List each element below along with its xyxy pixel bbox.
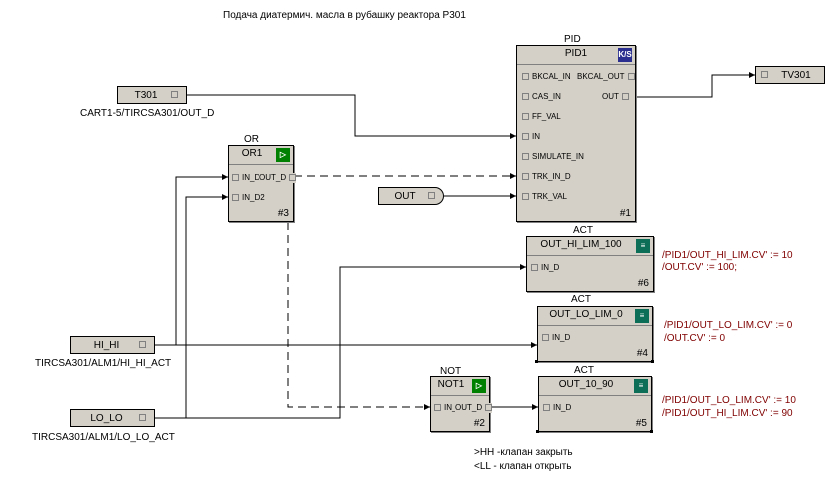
pid-pin-cas-in[interactable]: CAS_IN bbox=[522, 92, 561, 102]
not-type-label: NOT bbox=[440, 366, 462, 377]
diagram-title: Подача диатермич. масла в рубашку реакто… bbox=[223, 10, 466, 21]
act-lo-expression-2: /OUT.CV' := 0 bbox=[664, 333, 726, 344]
tag-out[interactable]: OUT bbox=[378, 187, 444, 205]
not-pin-out-d[interactable]: OUT_D bbox=[455, 403, 493, 413]
act-lo-number: #4 bbox=[636, 348, 648, 359]
act-10-90-name: OUT_10_90 bbox=[558, 379, 614, 390]
tag-hi-hi-checkbox[interactable] bbox=[139, 341, 146, 348]
pid-block[interactable]: PID1 K/S BKCAL_IN BKCAL_OUT CAS_IN OUT F… bbox=[516, 45, 636, 222]
tag-lo-lo-path: TIRCSA301/ALM1/LO_LO_ACT bbox=[32, 432, 175, 443]
pid-pin-trk-val[interactable]: TRK_VAL bbox=[522, 192, 567, 202]
list-icon: ≡ bbox=[634, 379, 648, 393]
tag-out-checkbox[interactable] bbox=[428, 192, 435, 199]
pid-pin-in[interactable]: IN bbox=[522, 132, 540, 142]
act-10-90-expression-1: /PID1/OUT_LO_LIM.CV' := 10 bbox=[662, 395, 796, 406]
or-number: #3 bbox=[277, 208, 289, 219]
act-block-out-10-90[interactable]: OUT_10_90 ≡ IN_D #5 bbox=[538, 376, 652, 432]
not-block[interactable]: NOT1 ▷ IN_D OUT_D #2 bbox=[430, 376, 493, 432]
tag-hi-hi-label: HI_HI bbox=[93, 340, 120, 351]
act-hi-pin-in-d[interactable]: IN_D bbox=[531, 263, 559, 273]
wire-t301-to-pid-in bbox=[187, 94, 516, 139]
pid-pin-ff-val[interactable]: FF_VAL bbox=[522, 112, 561, 122]
act-block-out-hi-lim-100[interactable]: OUT_HI_LIM_100 ≡ IN_D #6 bbox=[526, 236, 654, 292]
pid-icon: K/S bbox=[618, 48, 632, 62]
pid-pin-bkcal-in[interactable]: BKCAL_IN bbox=[522, 72, 571, 82]
wire-lolo-to-or-in2 bbox=[155, 194, 228, 419]
pid-header bbox=[517, 46, 635, 65]
tag-hi-hi-path: TIRCSA301/ALM1/HI_HI_ACT bbox=[35, 358, 172, 369]
list-icon: ≡ bbox=[636, 239, 650, 253]
act-10-90-type-label: ACT bbox=[574, 365, 594, 376]
act-hi-expression-2: /OUT.CV' := 100; bbox=[662, 262, 737, 273]
tag-t301[interactable]: T301 bbox=[117, 86, 187, 104]
act-10-90-header bbox=[539, 377, 651, 396]
wire-lolo-to-act-hi bbox=[186, 264, 526, 419]
or-pin-out-d[interactable]: OUT_D bbox=[259, 173, 297, 183]
or-gate-icon: ▷ bbox=[276, 148, 290, 162]
act-hi-name: OUT_HI_LIM_100 bbox=[540, 239, 622, 250]
act-10-90-number: #5 bbox=[635, 418, 647, 429]
pid-pin-out[interactable]: OUT bbox=[602, 92, 629, 102]
tag-t301-label: T301 bbox=[134, 90, 158, 101]
pid-pin-bkcal-out[interactable]: BKCAL_OUT bbox=[577, 72, 635, 82]
selection-handle bbox=[650, 430, 653, 433]
not-name: NOT1 bbox=[437, 379, 465, 390]
tag-t301-checkbox[interactable] bbox=[171, 91, 178, 98]
wire-hihi-to-or-in1 bbox=[155, 174, 228, 346]
not-pin-in-d[interactable]: IN_D bbox=[434, 403, 462, 413]
not-header bbox=[431, 377, 489, 396]
or-header bbox=[229, 146, 293, 165]
tag-tv301-label: TV301 bbox=[781, 70, 811, 81]
act-10-90-expression-2: /PID1/OUT_HI_LIM.CV' := 90 bbox=[662, 408, 793, 419]
wire-pid-out-to-tv301 bbox=[636, 72, 755, 98]
act-hi-type-label: ACT bbox=[573, 225, 593, 236]
tag-out-label: OUT bbox=[394, 191, 416, 202]
tag-lo-lo-label: LO_LO bbox=[90, 413, 123, 424]
tag-hi-hi[interactable]: HI_HI bbox=[70, 336, 155, 354]
tag-tv301[interactable]: TV301 bbox=[755, 66, 825, 84]
not-gate-icon: ▷ bbox=[472, 379, 486, 393]
tag-tv301-checkbox[interactable] bbox=[761, 71, 768, 78]
act-block-out-lo-lim-0[interactable]: OUT_LO_LIM_0 ≡ IN_D #4 bbox=[537, 306, 653, 362]
pid-number: #1 bbox=[619, 208, 631, 219]
act-hi-expression-1: /PID1/OUT_HI_LIM.CV' := 10 bbox=[662, 250, 793, 261]
act-lo-type-label: ACT bbox=[571, 294, 591, 305]
tag-lo-lo-checkbox[interactable] bbox=[139, 414, 146, 421]
or-name: OR1 bbox=[241, 148, 263, 159]
selection-handle bbox=[536, 430, 539, 433]
act-10-90-pin-in-d[interactable]: IN_D bbox=[543, 403, 571, 413]
selection-handle bbox=[535, 360, 538, 363]
note-hh: >HH -клапан закрыть bbox=[474, 447, 573, 458]
pid-pin-trk-in-d[interactable]: TRK_IN_D bbox=[522, 172, 571, 182]
act-lo-header bbox=[538, 307, 652, 326]
act-lo-name: OUT_LO_LIM_0 bbox=[549, 309, 623, 320]
or-block[interactable]: OR1 ▷ IN_D1 OUT_D IN_D2 #3 bbox=[228, 145, 297, 222]
note-ll: <LL - клапан открыть bbox=[474, 461, 572, 472]
act-hi-number: #6 bbox=[637, 278, 649, 289]
tag-lo-lo[interactable]: LO_LO bbox=[70, 409, 155, 427]
act-lo-expression-1: /PID1/OUT_LO_LIM.CV' := 0 bbox=[664, 320, 793, 331]
pid-type-label: PID bbox=[564, 34, 581, 45]
selection-handle bbox=[651, 360, 654, 363]
or-pin-in-d1[interactable]: IN_D1 bbox=[232, 173, 265, 183]
or-pin-in-d2[interactable]: IN_D2 bbox=[232, 193, 265, 203]
pid-name: PID1 bbox=[564, 48, 588, 59]
act-hi-header bbox=[527, 237, 653, 256]
or-type-label: OR bbox=[244, 134, 259, 145]
tag-t301-path: CART1-5/TIRCSA301/OUT_D bbox=[80, 108, 215, 119]
not-number: #2 bbox=[473, 418, 485, 429]
act-lo-pin-in-d[interactable]: IN_D bbox=[542, 333, 570, 343]
list-icon: ≡ bbox=[635, 309, 649, 323]
wire-or-to-not bbox=[287, 222, 430, 410]
pid-pin-simulate-in[interactable]: SIMULATE_IN bbox=[522, 152, 584, 162]
